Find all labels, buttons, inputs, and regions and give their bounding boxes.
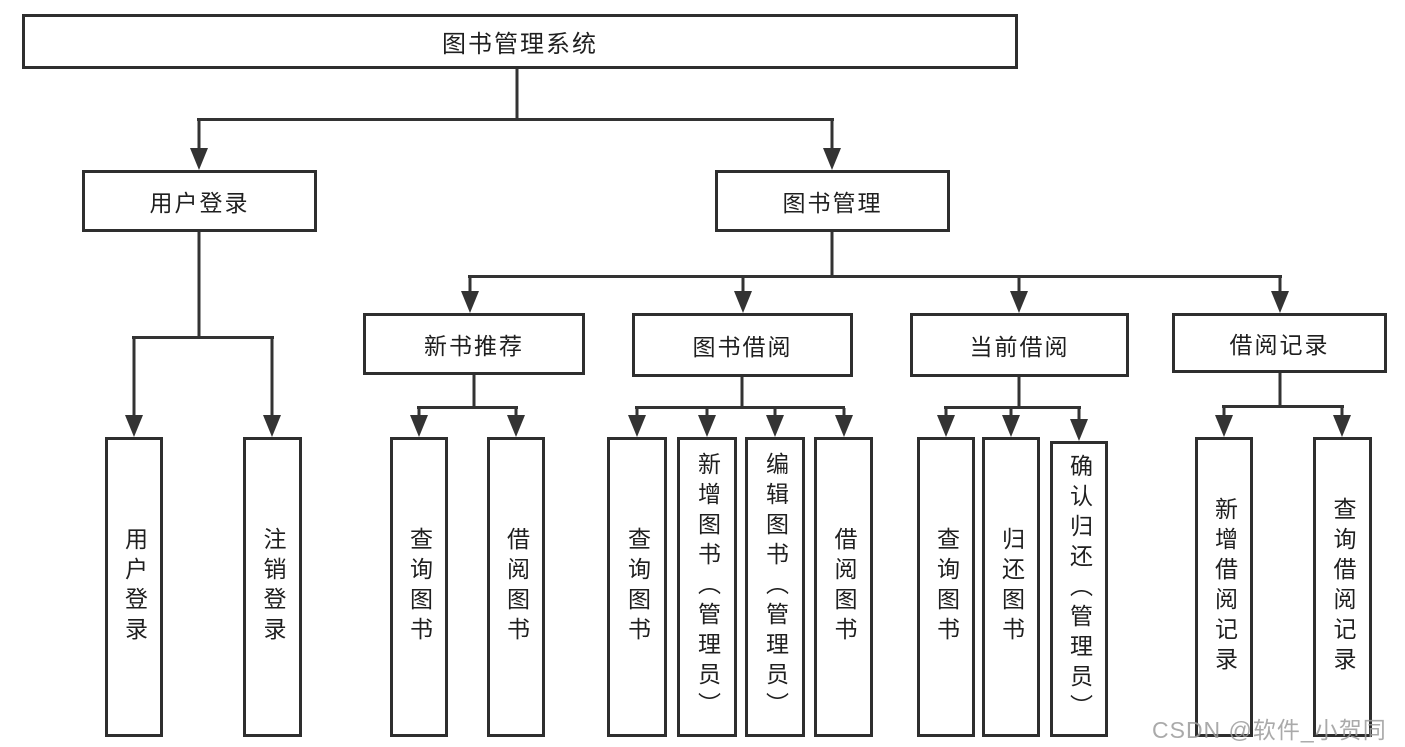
leaf-records-query-record-label: 查询借阅记录 (1330, 497, 1356, 677)
connector-arrow-down (506, 408, 526, 437)
connector-arrow-down (834, 408, 854, 437)
connector-arrow-down (1214, 407, 1234, 437)
connector-arrow-down (1001, 408, 1021, 437)
leaf-recommend-query-books-label: 查询图书 (406, 527, 433, 647)
connector-arrow-down (1332, 407, 1352, 437)
connector-arrow-down (936, 408, 956, 437)
node-book-borrow: 图书借阅 (632, 313, 853, 377)
node-book-borrow-label: 图书借阅 (692, 334, 793, 360)
connector-arrow-down (1009, 277, 1029, 313)
connector-line (515, 69, 519, 120)
node-current-borrow-label: 当前借阅 (969, 334, 1070, 360)
connector-arrow-down (1069, 408, 1089, 441)
connector-arrow-down (460, 277, 480, 313)
connector-line (1278, 373, 1282, 407)
connector-line (417, 406, 518, 409)
connector-arrow-down (627, 408, 647, 437)
node-library-system: 图书管理系统 (22, 14, 1018, 69)
connector-line (468, 275, 1282, 278)
node-book-management: 图书管理 (715, 170, 950, 232)
node-user-login: 用户登录 (82, 170, 317, 232)
node-new-book-recommend-label: 新书推荐 (424, 333, 524, 359)
connector-arrow-down (697, 408, 717, 437)
connector-line (1017, 377, 1021, 408)
node-borrow-records-label: 借阅记录 (1229, 332, 1330, 358)
node-book-management-label: 图书管理 (782, 190, 883, 216)
leaf-borrow-edit-books-admin: 编辑图书（管理员） (745, 437, 805, 737)
connector-arrow-down (262, 338, 282, 437)
connector-line (132, 336, 274, 339)
connector-arrow-down (765, 408, 785, 437)
connector-line (635, 406, 845, 409)
leaf-current-query-books: 查询图书 (917, 437, 975, 737)
connector-line (472, 375, 476, 408)
leaf-current-return-books-label: 归还图书 (998, 527, 1025, 647)
connector-arrow-down (733, 277, 753, 313)
leaf-current-confirm-return-admin: 确认归还（管理员） (1050, 441, 1108, 737)
node-borrow-records: 借阅记录 (1172, 313, 1387, 373)
connector-line (1222, 405, 1344, 408)
leaf-borrow-borrow-books-label: 借阅图书 (831, 527, 857, 647)
connector-arrow-down (1270, 277, 1290, 313)
leaf-borrow-borrow-books: 借阅图书 (814, 437, 873, 737)
connector-line (740, 377, 744, 408)
node-new-book-recommend: 新书推荐 (363, 313, 585, 375)
node-user-login-label: 用户登录 (149, 190, 250, 216)
connector-arrow-down (822, 120, 842, 170)
leaf-user-login-label: 用户登录 (121, 527, 148, 647)
leaf-current-confirm-return-admin-label: 确认归还（管理员） (1066, 454, 1093, 724)
leaf-recommend-borrow-books: 借阅图书 (487, 437, 545, 737)
leaf-records-query-record: 查询借阅记录 (1313, 437, 1372, 737)
connector-line (197, 232, 201, 338)
leaf-borrow-query-books-label: 查询图书 (624, 527, 651, 647)
leaf-current-return-books: 归还图书 (982, 437, 1040, 737)
connector-arrow-down (409, 408, 429, 437)
leaf-logout: 注销登录 (243, 437, 302, 737)
leaf-borrow-edit-books-admin-label: 编辑图书（管理员） (762, 452, 789, 722)
connector-line (830, 232, 834, 277)
node-current-borrow: 当前借阅 (910, 313, 1129, 377)
leaf-recommend-query-books: 查询图书 (390, 437, 448, 737)
leaf-borrow-add-books-admin: 新增图书（管理员） (677, 437, 737, 737)
connector-line (197, 118, 834, 121)
leaf-current-query-books-label: 查询图书 (933, 527, 960, 647)
csdn-watermark: CSDN @软件_小贺同学 (1152, 717, 1387, 743)
leaf-recommend-borrow-books-label: 借阅图书 (503, 527, 530, 647)
leaf-borrow-query-books: 查询图书 (607, 437, 667, 737)
leaf-records-add-record: 新增借阅记录 (1195, 437, 1253, 737)
leaf-user-login: 用户登录 (105, 437, 163, 737)
connector-arrow-down (124, 338, 144, 437)
leaf-logout-label: 注销登录 (260, 527, 286, 647)
leaf-borrow-add-books-admin-label: 新增图书（管理员） (694, 452, 721, 722)
leaf-records-add-record-label: 新增借阅记录 (1211, 497, 1238, 677)
connector-arrow-down (189, 120, 209, 170)
node-library-system-label: 图书管理系统 (442, 31, 598, 58)
